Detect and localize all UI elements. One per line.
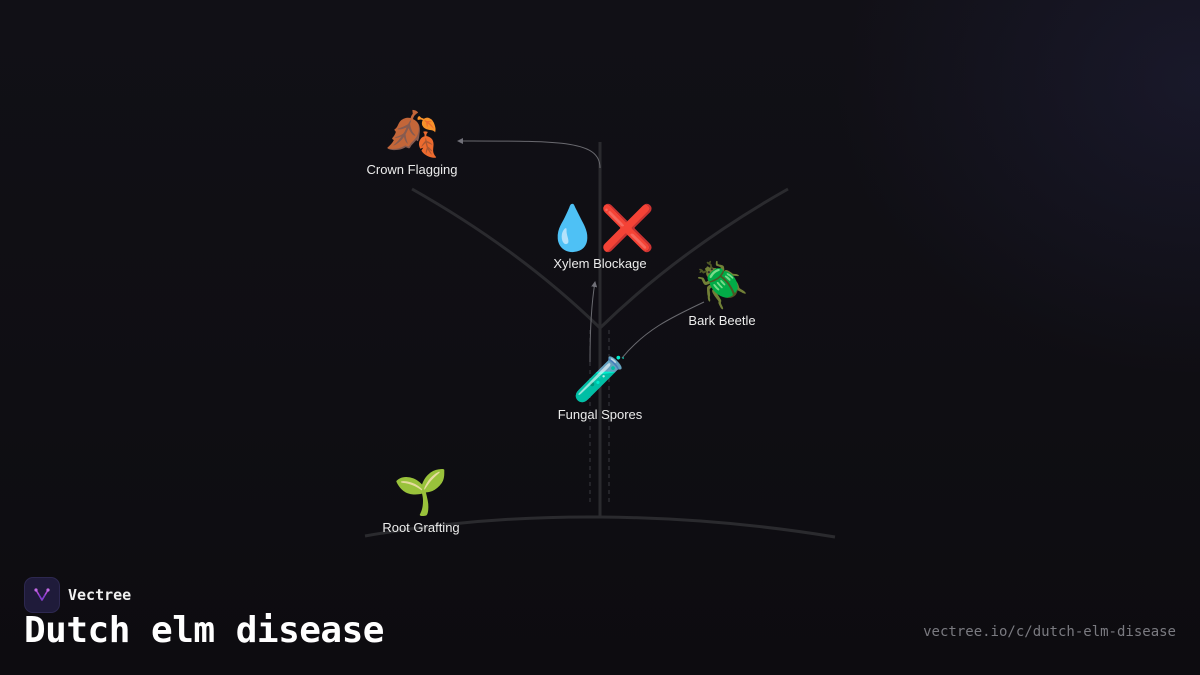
node-label: Root Grafting [382, 520, 460, 535]
node-label: Bark Beetle [688, 313, 756, 328]
node-label: Xylem Blockage [553, 256, 647, 271]
falling-leaves-icon: 🍂 [384, 109, 440, 160]
node-crown-flagging[interactable]: 🍂 Crown Flagging [366, 109, 458, 178]
test-tube-icon: 🧪 [572, 354, 628, 405]
node-fungal-spores[interactable]: 🧪 Fungal Spores [557, 354, 643, 423]
beetle-icon: 🪲 [694, 260, 750, 311]
droplet-cross-icon: 💧❌ [545, 203, 655, 254]
arrow-xylem-to-crown [457, 137, 601, 169]
arrow-beetle-to-spores [621, 301, 705, 359]
right-branch [598, 187, 789, 330]
node-label: Fungal Spores [557, 407, 643, 422]
seedling-icon: 🌱 [393, 467, 449, 518]
vectree-logo-icon [24, 577, 60, 613]
node-bark-beetle[interactable]: 🪲 Bark Beetle [688, 260, 756, 329]
brand-name: Vectree [68, 586, 132, 604]
left-branch [411, 187, 602, 330]
node-label: Crown Flagging [366, 162, 458, 177]
node-xylem-blockage[interactable]: 💧❌ Xylem Blockage [545, 203, 655, 272]
brand[interactable]: Vectree [24, 577, 131, 613]
page-title: Dutch elm disease [24, 610, 384, 651]
page-url[interactable]: vectree.io/c/dutch-elm-disease [923, 624, 1176, 640]
arrow-spores-to-xylem [589, 281, 598, 363]
node-root-grafting[interactable]: 🌱 Root Grafting [382, 467, 460, 536]
